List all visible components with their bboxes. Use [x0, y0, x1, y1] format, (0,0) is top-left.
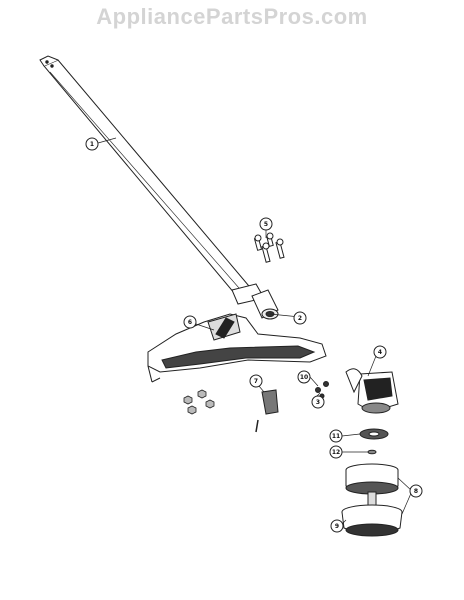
callout-12: 12	[329, 445, 343, 459]
callout-9: 9	[330, 519, 344, 533]
spool-cap-part	[341, 504, 403, 537]
motor-part	[345, 368, 399, 414]
screws-part-5	[253, 232, 285, 263]
callout-11: 11	[329, 429, 343, 443]
callout-2: 2	[293, 311, 307, 325]
svg-text:12: 12	[332, 449, 340, 456]
svg-text:6: 6	[188, 319, 192, 326]
svg-text:11: 11	[332, 433, 340, 440]
svg-text:9: 9	[335, 523, 339, 530]
callout-6: 6	[183, 315, 197, 329]
svg-text:7: 7	[254, 378, 258, 385]
washer-part	[359, 428, 389, 455]
svg-text:1: 1	[90, 141, 94, 148]
nuts-group	[183, 389, 215, 415]
shaft-part	[39, 55, 255, 301]
watermark-text: AppliancePartsPros.com	[96, 4, 368, 29]
spool-housing-part	[345, 463, 399, 507]
callout-10: 10	[297, 370, 311, 384]
svg-text:3: 3	[316, 399, 320, 406]
callout-3: 3	[311, 395, 325, 409]
guard-part	[147, 313, 327, 383]
coupler-part	[231, 283, 279, 320]
svg-text:5: 5	[264, 221, 268, 228]
callout-8: 8	[409, 484, 423, 498]
callout-1: 1	[85, 137, 99, 151]
svg-text:4: 4	[378, 349, 382, 356]
svg-text:2: 2	[298, 315, 302, 322]
leader-lines	[97, 137, 413, 525]
callout-4: 4	[373, 345, 387, 359]
callout-5: 5	[259, 217, 273, 231]
callout-7: 7	[249, 374, 263, 388]
svg-text:8: 8	[414, 488, 418, 495]
svg-text:10: 10	[300, 374, 308, 381]
blade-part	[255, 389, 279, 433]
